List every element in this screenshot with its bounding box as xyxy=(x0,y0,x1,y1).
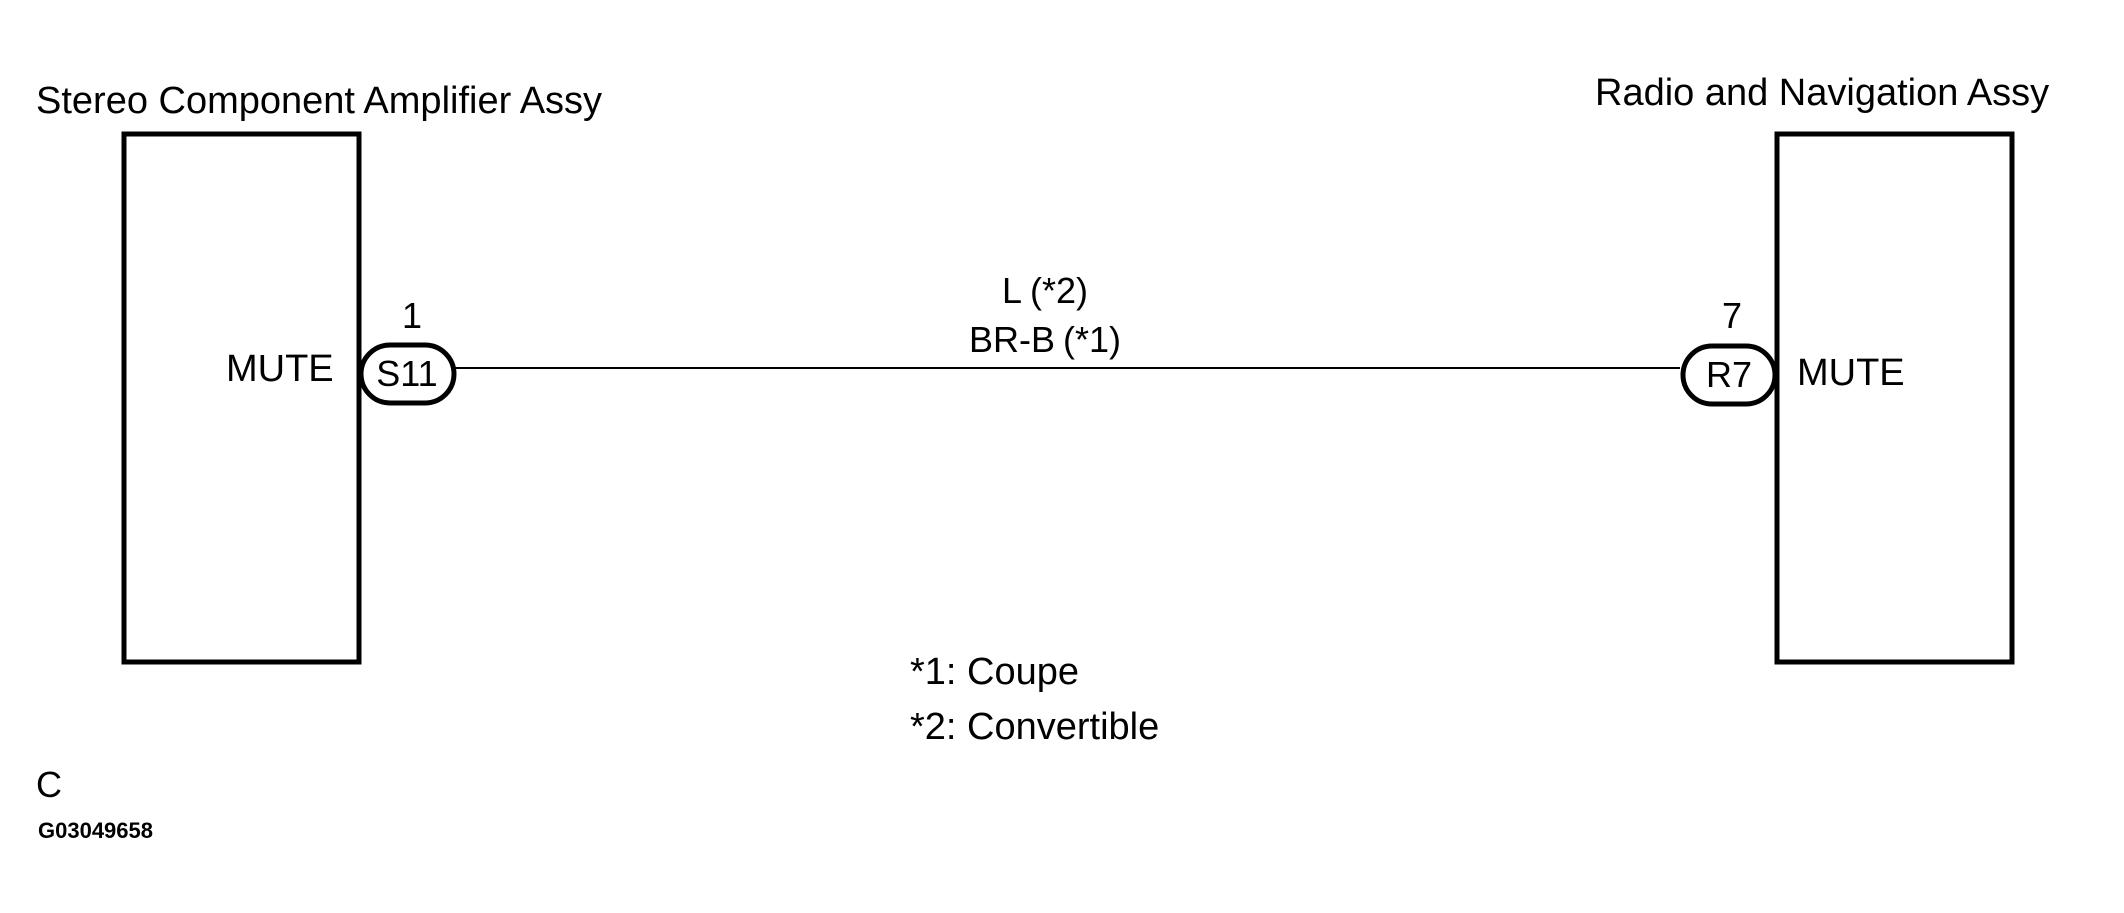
left-connector-code: S11 xyxy=(376,353,437,394)
right-pin-number: 7 xyxy=(1722,295,1742,336)
figure-id: G03049658 xyxy=(38,818,153,843)
right-component-title: Radio and Navigation Assy xyxy=(1595,72,2049,114)
wire-color-code: L xyxy=(1002,270,1022,311)
wire-color-label-convertible: L(*2) xyxy=(1002,270,1088,311)
wire-color-note: (*1) xyxy=(1063,319,1121,360)
right-component: Radio and Navigation Assy MUTE 7 R7 xyxy=(1595,72,2049,665)
left-pin-number: 1 xyxy=(402,295,422,336)
left-component: Stereo Component Amplifier Assy MUTE 1 S… xyxy=(36,80,602,665)
legend-note-2: *2: Convertible xyxy=(910,706,1159,748)
wire-color-note: (*2) xyxy=(1030,270,1088,311)
right-terminal-name: MUTE xyxy=(1797,352,1905,394)
legend: *1: Coupe *2: Convertible xyxy=(910,651,1159,748)
wire-color-code: BR-B xyxy=(969,319,1055,360)
right-connector-code: R7 xyxy=(1706,354,1752,395)
left-component-title: Stereo Component Amplifier Assy xyxy=(36,80,602,122)
left-connector-oval xyxy=(358,342,457,406)
right-component-box xyxy=(1774,131,2015,665)
legend-note-1: *1: Coupe xyxy=(910,651,1079,693)
wire-color-labels: L(*2) BR-B(*1) xyxy=(969,270,1121,360)
left-terminal-name: MUTE xyxy=(226,348,334,390)
right-connector-oval xyxy=(1680,343,1778,407)
left-component-box xyxy=(121,131,362,665)
diagram-letter: C xyxy=(36,764,62,805)
wire-color-label-coupe: BR-B(*1) xyxy=(969,319,1121,360)
